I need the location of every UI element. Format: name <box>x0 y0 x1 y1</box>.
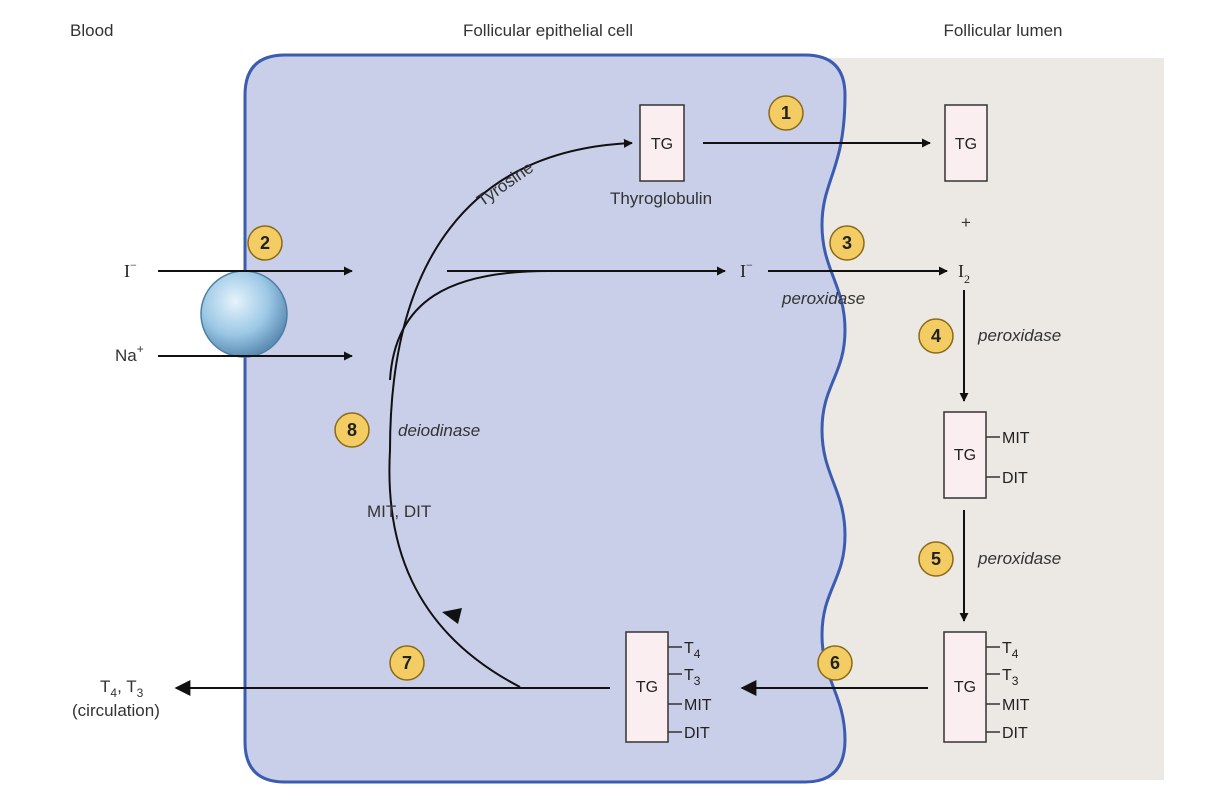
tag-label: MIT <box>684 697 712 714</box>
step-badge-number: 2 <box>260 233 270 253</box>
tag-label: T3 <box>1002 667 1019 688</box>
header-blood: Blood <box>70 21 113 40</box>
step-badge-number: 3 <box>842 233 852 253</box>
sodium-blood-label: Na+ <box>115 342 144 365</box>
tg-box-cell-bottom-label: TG <box>636 679 658 696</box>
tag-label: DIT <box>684 725 710 742</box>
circulating-hormones-label: T4, T3 <box>100 677 144 700</box>
step-badge-4 <box>918 318 954 354</box>
follicular-cell-body <box>243 53 847 784</box>
peroxidase-label-step4: peroxidase <box>977 326 1061 345</box>
tg-box-lumen-top-label: TG <box>955 136 977 153</box>
tg-box-lumen-mid <box>943 411 987 499</box>
tg-box-lumen-bottom <box>943 631 987 743</box>
deiodinase-label: deiodinase <box>398 421 480 440</box>
lumen-mid-tags: MIT DIT <box>986 430 1030 487</box>
circulation-note: (circulation) <box>72 701 160 720</box>
tag-label: MIT <box>1002 430 1030 447</box>
mit-dit-label: MIT, DIT <box>367 502 431 521</box>
tyrosine-recycling-arrow <box>389 138 633 451</box>
intracellular-iodide-label: I− <box>740 258 753 281</box>
step-badge-1 <box>768 95 804 131</box>
step-badge-5 <box>918 541 954 577</box>
step-badge-number: 7 <box>402 653 412 673</box>
step-badge-number: 8 <box>347 420 357 440</box>
step-badge-6 <box>817 645 853 681</box>
thyroglobulin-caption: Thyroglobulin <box>610 189 712 208</box>
tg-box-lumen-bottom-label: TG <box>954 679 976 696</box>
deiodination-arrowhead <box>442 608 462 624</box>
step-badge-7 <box>389 645 425 681</box>
tg-box-lumen-top <box>944 104 988 182</box>
tg-box-cell-top <box>639 104 685 182</box>
step-badge-number: 6 <box>830 653 840 673</box>
plus-sign: + <box>961 213 971 232</box>
step-badge-8 <box>334 412 370 448</box>
tg-box-cell-top-label: TG <box>651 136 673 153</box>
tag-label: DIT <box>1002 470 1028 487</box>
iodide-blood-label: I− <box>124 258 137 281</box>
sodium-iodide-symporter <box>200 270 288 358</box>
tag-label: T3 <box>684 667 701 688</box>
tag-label: T4 <box>684 640 701 661</box>
tag-label: DIT <box>1002 725 1028 742</box>
tg-box-lumen-mid-label: TG <box>954 447 976 464</box>
header-follicular-cell: Follicular epithelial cell <box>463 21 633 40</box>
tag-label: MIT <box>1002 697 1030 714</box>
step-badge-3 <box>829 225 865 261</box>
peroxidase-label-step3: peroxidase <box>781 289 865 308</box>
tag-label: T4 <box>1002 640 1019 661</box>
deiodination-return-arrow <box>388 449 521 688</box>
step-badge-number: 1 <box>781 103 791 123</box>
step-badge-2 <box>247 225 283 261</box>
step-badge-number: 5 <box>931 549 941 569</box>
iodine-label: I2 <box>958 261 970 286</box>
step-badges: 1 2 3 4 5 6 7 8 <box>247 95 954 681</box>
iodide-recycling-curve <box>389 270 549 381</box>
header-follicular-lumen: Follicular lumen <box>943 21 1062 40</box>
step-badge-number: 4 <box>931 326 941 346</box>
tg-box-cell-bottom <box>625 631 669 743</box>
peroxidase-label-step5: peroxidase <box>977 549 1061 568</box>
